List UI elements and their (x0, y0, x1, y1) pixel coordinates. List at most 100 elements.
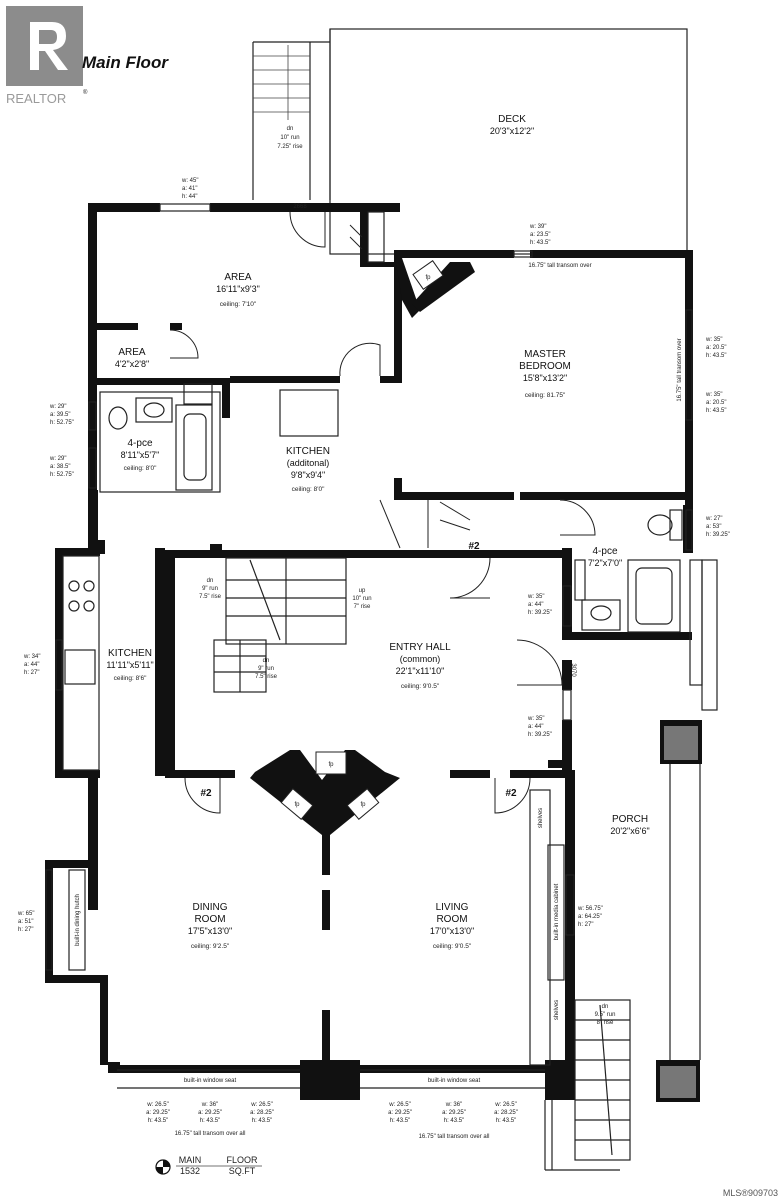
win-master-r1-h: h: 43.5" (706, 353, 726, 359)
win-bath-l1-a: a: 39.5" (50, 412, 70, 418)
porch-dims: 20'2"x6'6" (610, 826, 649, 836)
stair-upper-dn-3: 7.5" rise (199, 594, 221, 600)
note-transom-dining: 16.75" tall transom over all (175, 1131, 246, 1137)
win-living-b1-w: w: 26.5" (388, 1102, 410, 1108)
bath-right-dims: 7'2"x7'0" (588, 558, 622, 568)
win-area-top-a: a: 41" (182, 186, 197, 192)
sqft-unit: SQ.FT (229, 1166, 256, 1176)
area-upper-name: AREA (224, 272, 252, 283)
win-bath-l1-h: h: 52.75" (50, 420, 74, 426)
bath-left-dims: 8'11"x5'7" (121, 450, 160, 460)
stair-lower-dn-1: dn (263, 658, 270, 664)
win-bath-r-a: a: 53" (706, 524, 721, 530)
note-built-in-hutch: built-in dining hutch (75, 894, 81, 946)
entry-ceiling: ceiling: 9'0.5" (401, 683, 440, 690)
kitchen-ceiling: ceiling: 8'6" (114, 675, 148, 682)
sqft-main: MAIN (179, 1155, 202, 1165)
win-living-b1-a: a: 29.25" (388, 1110, 412, 1116)
win-dining-a: a: 51" (18, 919, 33, 925)
win-kitchen-h: h: 27" (24, 670, 39, 676)
notes: 16.75" tall transom over 16.75" tall tra… (75, 263, 683, 1140)
win-dining-b2-h: h: 43.5" (200, 1118, 220, 1124)
win-living-b1-h: h: 43.5" (390, 1118, 410, 1124)
kitchen-add-name-1: KITCHEN (286, 446, 330, 457)
master-ceiling: ceiling: 81.75" (525, 392, 566, 399)
win-dining-b3-a: a: 28.25" (250, 1110, 274, 1116)
note-shelves-bottom: shelves (554, 1000, 560, 1020)
win-living-b2-w: w: 36" (445, 1102, 462, 1108)
kitchen-name: KITCHEN (108, 648, 152, 659)
realtor-brand: REALTOR (6, 91, 66, 106)
win-living-side-h: h: 27" (578, 922, 593, 928)
door-tag-dining: #2 (200, 788, 212, 799)
dining-name-2: ROOM (194, 914, 225, 925)
win-living-b3-h: h: 43.5" (496, 1118, 516, 1124)
win-dining-b1-h: h: 43.5" (148, 1118, 168, 1124)
master-name-2: BEDROOM (519, 361, 571, 372)
note-window-seat-living: built-in window seat (428, 1078, 481, 1084)
win-entry2-h: h: 39.25" (528, 732, 552, 738)
entry-name-2: (common) (400, 654, 441, 664)
note-transom-living: 16.75" tall transom over all (419, 1134, 490, 1140)
win-entry2-w: w: 35" (527, 716, 544, 722)
win-dining-b3-w: w: 26.5" (250, 1102, 272, 1108)
stair-upper-up-3: 7" rise (354, 604, 371, 610)
win-dining-b2-a: a: 29.25" (198, 1110, 222, 1116)
partitions (62, 211, 718, 1171)
win-bath-r-h: h: 39.25" (706, 532, 730, 538)
deck-stair-2: 10" run (280, 135, 299, 141)
stair-lower-dn-3: 7.5" rise (255, 674, 277, 680)
win-master-r2-h: h: 43.5" (706, 408, 726, 414)
win-dining-w: w: 65" (17, 911, 34, 917)
master-dims: 15'8"x13'2" (523, 373, 567, 383)
stair-labels: dn 9" run 7.5" rise up 10" run 7" rise d… (199, 578, 615, 1026)
deck-stair-1: dn (287, 126, 294, 132)
win-dining-b2-w: w: 36" (201, 1102, 218, 1108)
bath-left-name: 4-pce (127, 438, 152, 449)
win-living-side-a: a: 64.25" (578, 914, 602, 920)
win-bath-l2-w: w: 29" (49, 456, 66, 462)
area-small-name: AREA (118, 347, 146, 358)
win-master-r1-a: a: 20.5" (706, 345, 726, 351)
note-window-seat-dining: built-in window seat (184, 1078, 237, 1084)
entry-dims: 22'1"x11'10" (396, 666, 445, 676)
stair-upper-dn-2: 9" run (202, 586, 218, 592)
fireplace-label-1: fp (328, 762, 334, 768)
win-kitchen-w: w: 34" (23, 654, 40, 660)
win-master-top-a: a: 23.5" (530, 232, 550, 238)
win-area-top-h: h: 44" (182, 194, 197, 200)
stair-lower-dn-2: 9" run (258, 666, 274, 672)
stair-upper-up-2: 10" run (352, 596, 371, 602)
living-ceiling: ceiling: 9'0.5" (433, 943, 472, 950)
master-name-1: MASTER (524, 349, 566, 360)
win-living-b3-w: w: 26.5" (494, 1102, 516, 1108)
bath-right-name: 4-pce (592, 546, 617, 557)
win-master-top-h: h: 43.5" (530, 240, 550, 246)
dining-name-1: DINING (193, 902, 228, 913)
win-master-top-w: w: 39" (529, 224, 546, 230)
fireplace-label-4: fp (425, 275, 431, 281)
deck: DECK 20'3"x12'2" dn 10" run 7.25" rise (252, 28, 688, 255)
floor-title: Main Floor (82, 53, 169, 72)
fireplace-label-3: fp (360, 802, 366, 808)
fireplaces: fp fp fp fp (280, 260, 444, 820)
sqft-floor: FLOOR (226, 1155, 258, 1165)
dining-dims: 17'5"x13'0" (188, 926, 232, 936)
win-living-b2-h: h: 43.5" (444, 1118, 464, 1124)
door-code-top: 2668 (293, 204, 307, 210)
stair-upper-dn-1: dn (207, 578, 214, 584)
area-small-dims: 4'2"x2'8" (115, 359, 149, 369)
dining-ceiling: ceiling: 9'2.5" (191, 943, 230, 950)
win-bath-r-w: w: 27" (705, 516, 722, 522)
sqft-badge: MAIN 1532 FLOOR SQ.FT (155, 1155, 262, 1176)
mls-number: MLS®909703 (723, 1188, 778, 1198)
area-upper-dims: 16'11"x9'3" (216, 284, 260, 294)
win-entry1-w: w: 35" (527, 594, 544, 600)
windows (45, 203, 693, 971)
window-specs: w: 45" a: 41" h: 44" w: 39" a: 23.5" h: … (17, 178, 730, 1124)
win-entry1-h: h: 39.25" (528, 610, 552, 616)
living-dims: 17'0"x13'0" (430, 926, 474, 936)
living-name-2: ROOM (436, 914, 467, 925)
win-bath-l2-h: h: 52.75" (50, 472, 74, 478)
